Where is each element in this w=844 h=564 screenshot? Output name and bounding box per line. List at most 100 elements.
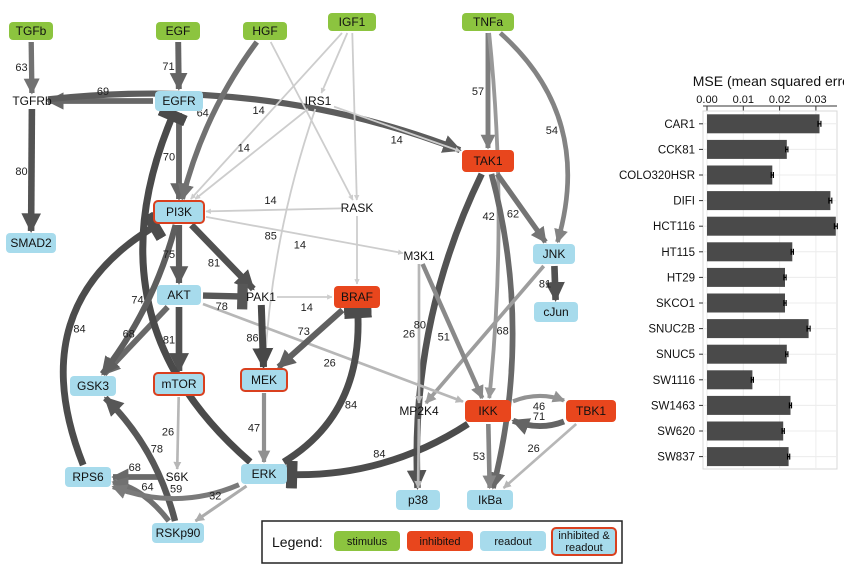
legend-swatch-readout — [480, 531, 546, 551]
edge-ikk-to-erk — [285, 421, 470, 489]
node-box-jnk — [533, 244, 575, 264]
node-label-ikk: IKK — [478, 404, 497, 418]
edge-rskp90-to-gsk3 — [103, 395, 179, 522]
edge-hgf-to-pi3k — [177, 40, 259, 201]
node-irs1: IRS1 — [305, 94, 332, 108]
node-label-s6k: S6K — [166, 470, 189, 484]
row-label-difi: DIFI — [673, 196, 695, 208]
edge-rps6-to-pi3k — [59, 211, 167, 467]
node-label-pak1: PAK1 — [246, 290, 276, 304]
edge-label-tgfb-to-tgfrb: 63 — [15, 62, 27, 74]
edge-label-tgfrb-to-smad2: 80 — [15, 166, 27, 178]
edge-label-irs1-to-tak1: 14 — [391, 134, 403, 146]
x-tick-label: 0.02 — [769, 94, 790, 106]
edge-label-s6k-to-rps6: 68 — [129, 462, 141, 474]
edge-label-m3k1-to-ikk: 51 — [438, 331, 450, 343]
node-igf1: IGF1 — [328, 13, 376, 31]
node-label-tbk1: TBK1 — [576, 404, 606, 418]
node-cjun: cJun — [534, 302, 578, 322]
node-gsk3: GSK3 — [70, 376, 116, 396]
edge-label-igf1-to-pi3k: 14 — [252, 105, 264, 117]
node-box-braf — [334, 286, 380, 308]
bar-sw1116 — [707, 370, 753, 390]
legend: Legend: stimulus inhibited readout inhib… — [261, 520, 623, 564]
legend-swatch-stimulus — [334, 531, 400, 551]
node-label-hgf: HGF — [252, 24, 277, 38]
edge-label-tbk1-to-ikk: 71 — [533, 411, 545, 423]
row-label-ht115: HT115 — [661, 247, 695, 259]
row-label-sw837: SW837 — [657, 452, 695, 464]
node-pi3k: PI3K — [153, 200, 205, 224]
edge-pi3k-to-pak1 — [189, 222, 256, 292]
node-box-rps6 — [65, 467, 111, 487]
row-label-sw1116: SW1116 — [653, 375, 695, 387]
edge-erk-to-rskp90 — [194, 484, 248, 523]
node-label-tgfrb: TGFRb — [12, 94, 52, 108]
node-label-mp2k4: MP2K4 — [399, 404, 439, 418]
node-box-egfr — [155, 91, 203, 111]
legend-item-readout: readout — [480, 531, 546, 551]
x-tick-label: 0.03 — [805, 94, 826, 106]
edge-label-pak1-to-braf: 14 — [301, 302, 313, 314]
edge-irs1-to-tak1 — [333, 105, 461, 153]
row-label-snuc5: SNUC5 — [656, 349, 695, 361]
legend-title: Legend: — [272, 534, 323, 550]
node-label-tgfb: TGFb — [16, 24, 47, 38]
bar-sw1463 — [707, 395, 791, 415]
node-mp2k4: MP2K4 — [399, 404, 439, 418]
node-label-rskp90: RSKp90 — [156, 526, 201, 540]
edge-label-jnk-to-cjun: 81 — [539, 278, 551, 290]
node-braf: BRAF — [334, 286, 380, 308]
node-label-pi3k: PI3K — [166, 205, 192, 219]
node-tgfrb: TGFRb — [12, 94, 52, 108]
node-ikk: IKK — [465, 400, 511, 422]
edge-erk-to-braf — [281, 306, 372, 465]
edge-m3k1-to-ikk — [420, 263, 485, 400]
node-label-tnfa: TNFa — [473, 15, 503, 29]
edge-igf1-to-pi3k — [190, 32, 343, 200]
node-label-egf: EGF — [166, 24, 191, 38]
edge-tak1-to-ikba — [488, 173, 516, 490]
legend-item-inhibited-readout: inhibited & readout — [551, 527, 617, 556]
edge-ikk-to-tbk1 — [512, 390, 566, 404]
edge-erk-to-rps6 — [111, 482, 240, 502]
bar-car1 — [707, 114, 820, 134]
edge-label-irs1-to-mek: 85 — [265, 230, 277, 242]
node-label-rask: RASK — [341, 201, 374, 215]
edge-mp2k4-to-p38 — [414, 418, 423, 489]
row-label-sw1463: SW1463 — [651, 400, 695, 412]
edge-irs1-to-pi3k — [194, 108, 309, 200]
edge-label-tnfa-to-ikk: 42 — [482, 211, 494, 223]
legend-label-inhibited: inhibited — [420, 536, 461, 548]
node-label-braf: BRAF — [341, 290, 373, 304]
edge-label-erk-to-braf: 84 — [345, 399, 357, 411]
edge-egf-to-egfr — [169, 41, 188, 91]
legend-item-inhibited: inhibited — [407, 531, 473, 551]
edge-label-mek-to-erk: 47 — [248, 422, 260, 434]
row-label-ht29: HT29 — [667, 272, 695, 284]
node-egfr: EGFR — [155, 91, 203, 111]
edge-label-tnfa-to-jnk: 54 — [546, 125, 558, 137]
bar-hct116 — [707, 216, 836, 236]
edge-tnfa-to-jnk — [498, 31, 570, 244]
node-label-p38: p38 — [408, 493, 428, 507]
legend-item-stimulus: stimulus — [334, 531, 400, 551]
legend-label-readout: readout — [494, 536, 531, 548]
chart-bars — [707, 114, 838, 467]
bar-ht29 — [707, 267, 785, 287]
edge-label-braf-to-mek: 73 — [298, 326, 310, 338]
bar-snuc5 — [707, 344, 787, 364]
edge-label-akt-to-mtor: 81 — [163, 334, 175, 346]
edge-tbk1-to-ikk — [511, 417, 566, 435]
edge-label-erk-to-rps6: 59 — [170, 484, 182, 496]
node-box-tbk1 — [566, 400, 616, 422]
edge-label-akt-to-gsk3: 68 — [123, 329, 135, 341]
node-box-egf — [156, 22, 200, 40]
bar-difi — [707, 191, 831, 211]
edge-label-mtor-to-s6k: 26 — [162, 427, 174, 439]
node-tnfa: TNFa — [462, 13, 514, 31]
node-label-mek: MEK — [251, 373, 277, 387]
node-label-tak1: TAK1 — [473, 154, 502, 168]
edge-label-irs1-to-pi3k: 14 — [238, 142, 250, 154]
